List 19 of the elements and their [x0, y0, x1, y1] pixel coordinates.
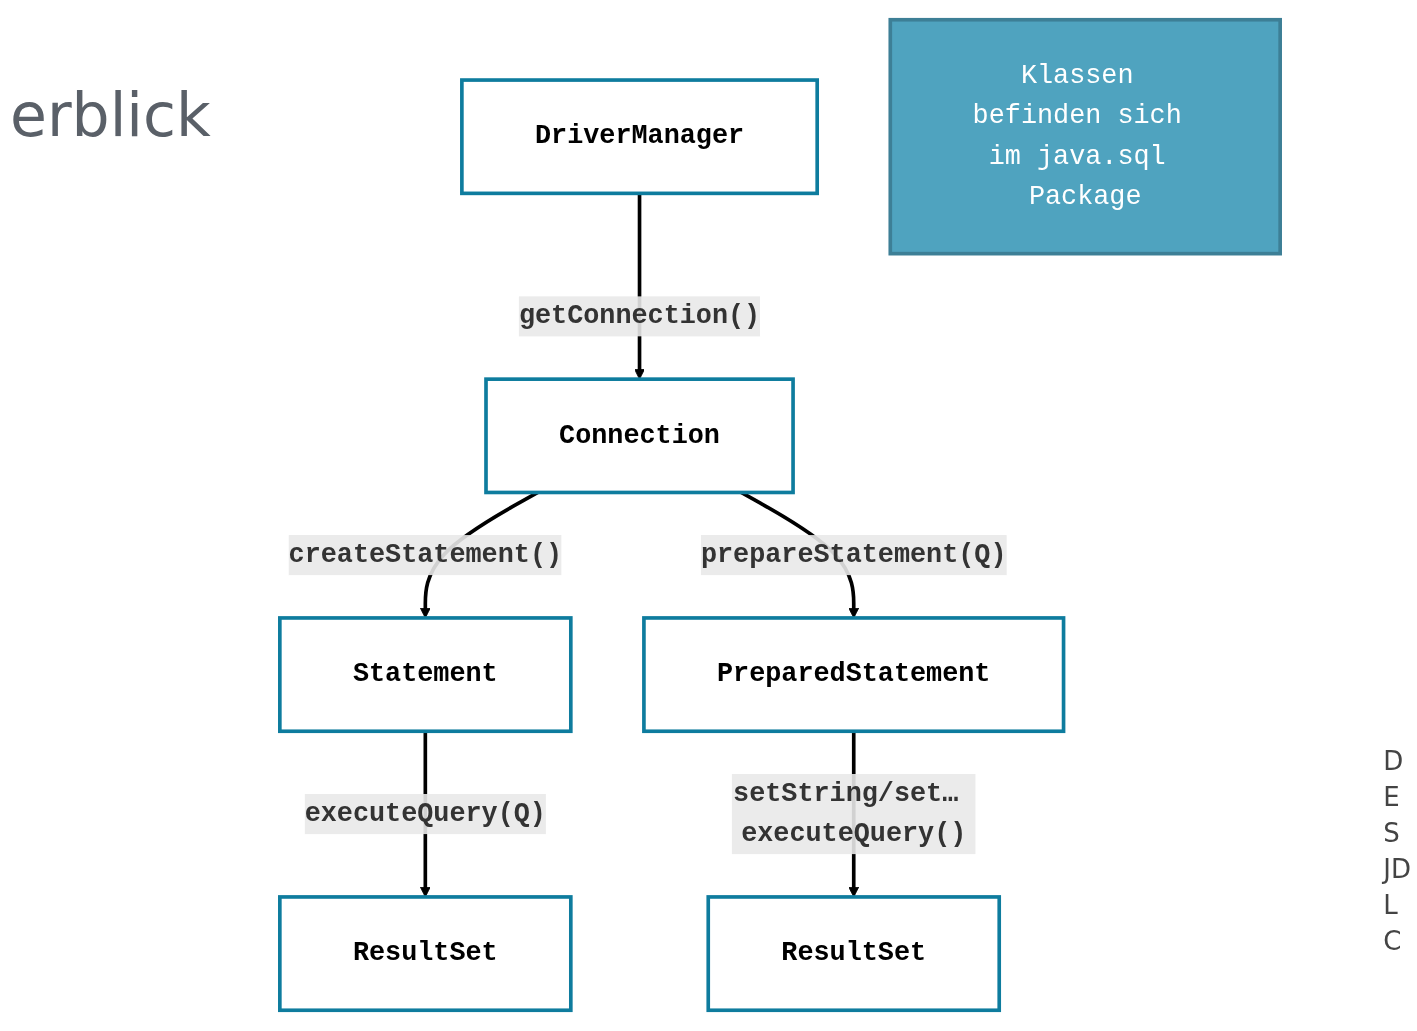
cut-off-text: S [1383, 818, 1401, 848]
node-box: Klassen befinden sich im java.sql Package [888, 17, 1282, 256]
node-box: PreparedStatement [642, 616, 1066, 734]
node-box: Statement [278, 616, 573, 734]
cut-off-text: C [1383, 926, 1403, 956]
node-box: Connection [484, 377, 795, 495]
cut-off-text: JD [1383, 854, 1411, 884]
cut-off-text: L [1383, 890, 1399, 920]
slide-title: erblick [10, 80, 211, 150]
node-box: ResultSet [706, 895, 1002, 1013]
node-box: ResultSet [278, 895, 573, 1013]
cut-off-text: D [1383, 746, 1405, 776]
edge-label: createStatement() [288, 539, 563, 571]
cut-off-text: E [1383, 782, 1401, 812]
edge-label: setString/set… executeQuery() [733, 778, 967, 850]
node-box: DriverManager [460, 78, 820, 196]
edge-label: executeQuery(Q) [304, 798, 546, 830]
edge-label: prepareStatement(Q) [700, 539, 1007, 571]
edge-label: getConnection() [518, 301, 761, 332]
